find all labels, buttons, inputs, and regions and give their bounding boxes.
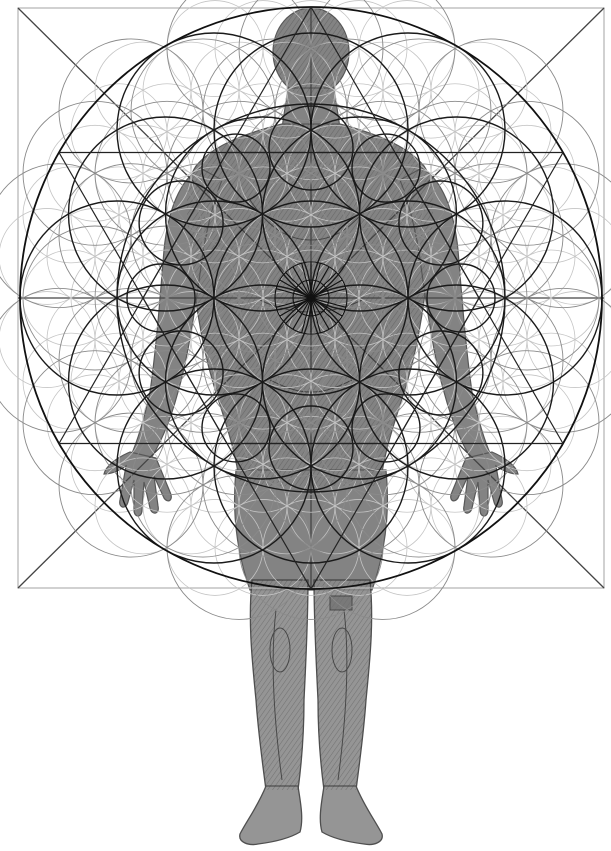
central-rosette [275, 262, 347, 334]
